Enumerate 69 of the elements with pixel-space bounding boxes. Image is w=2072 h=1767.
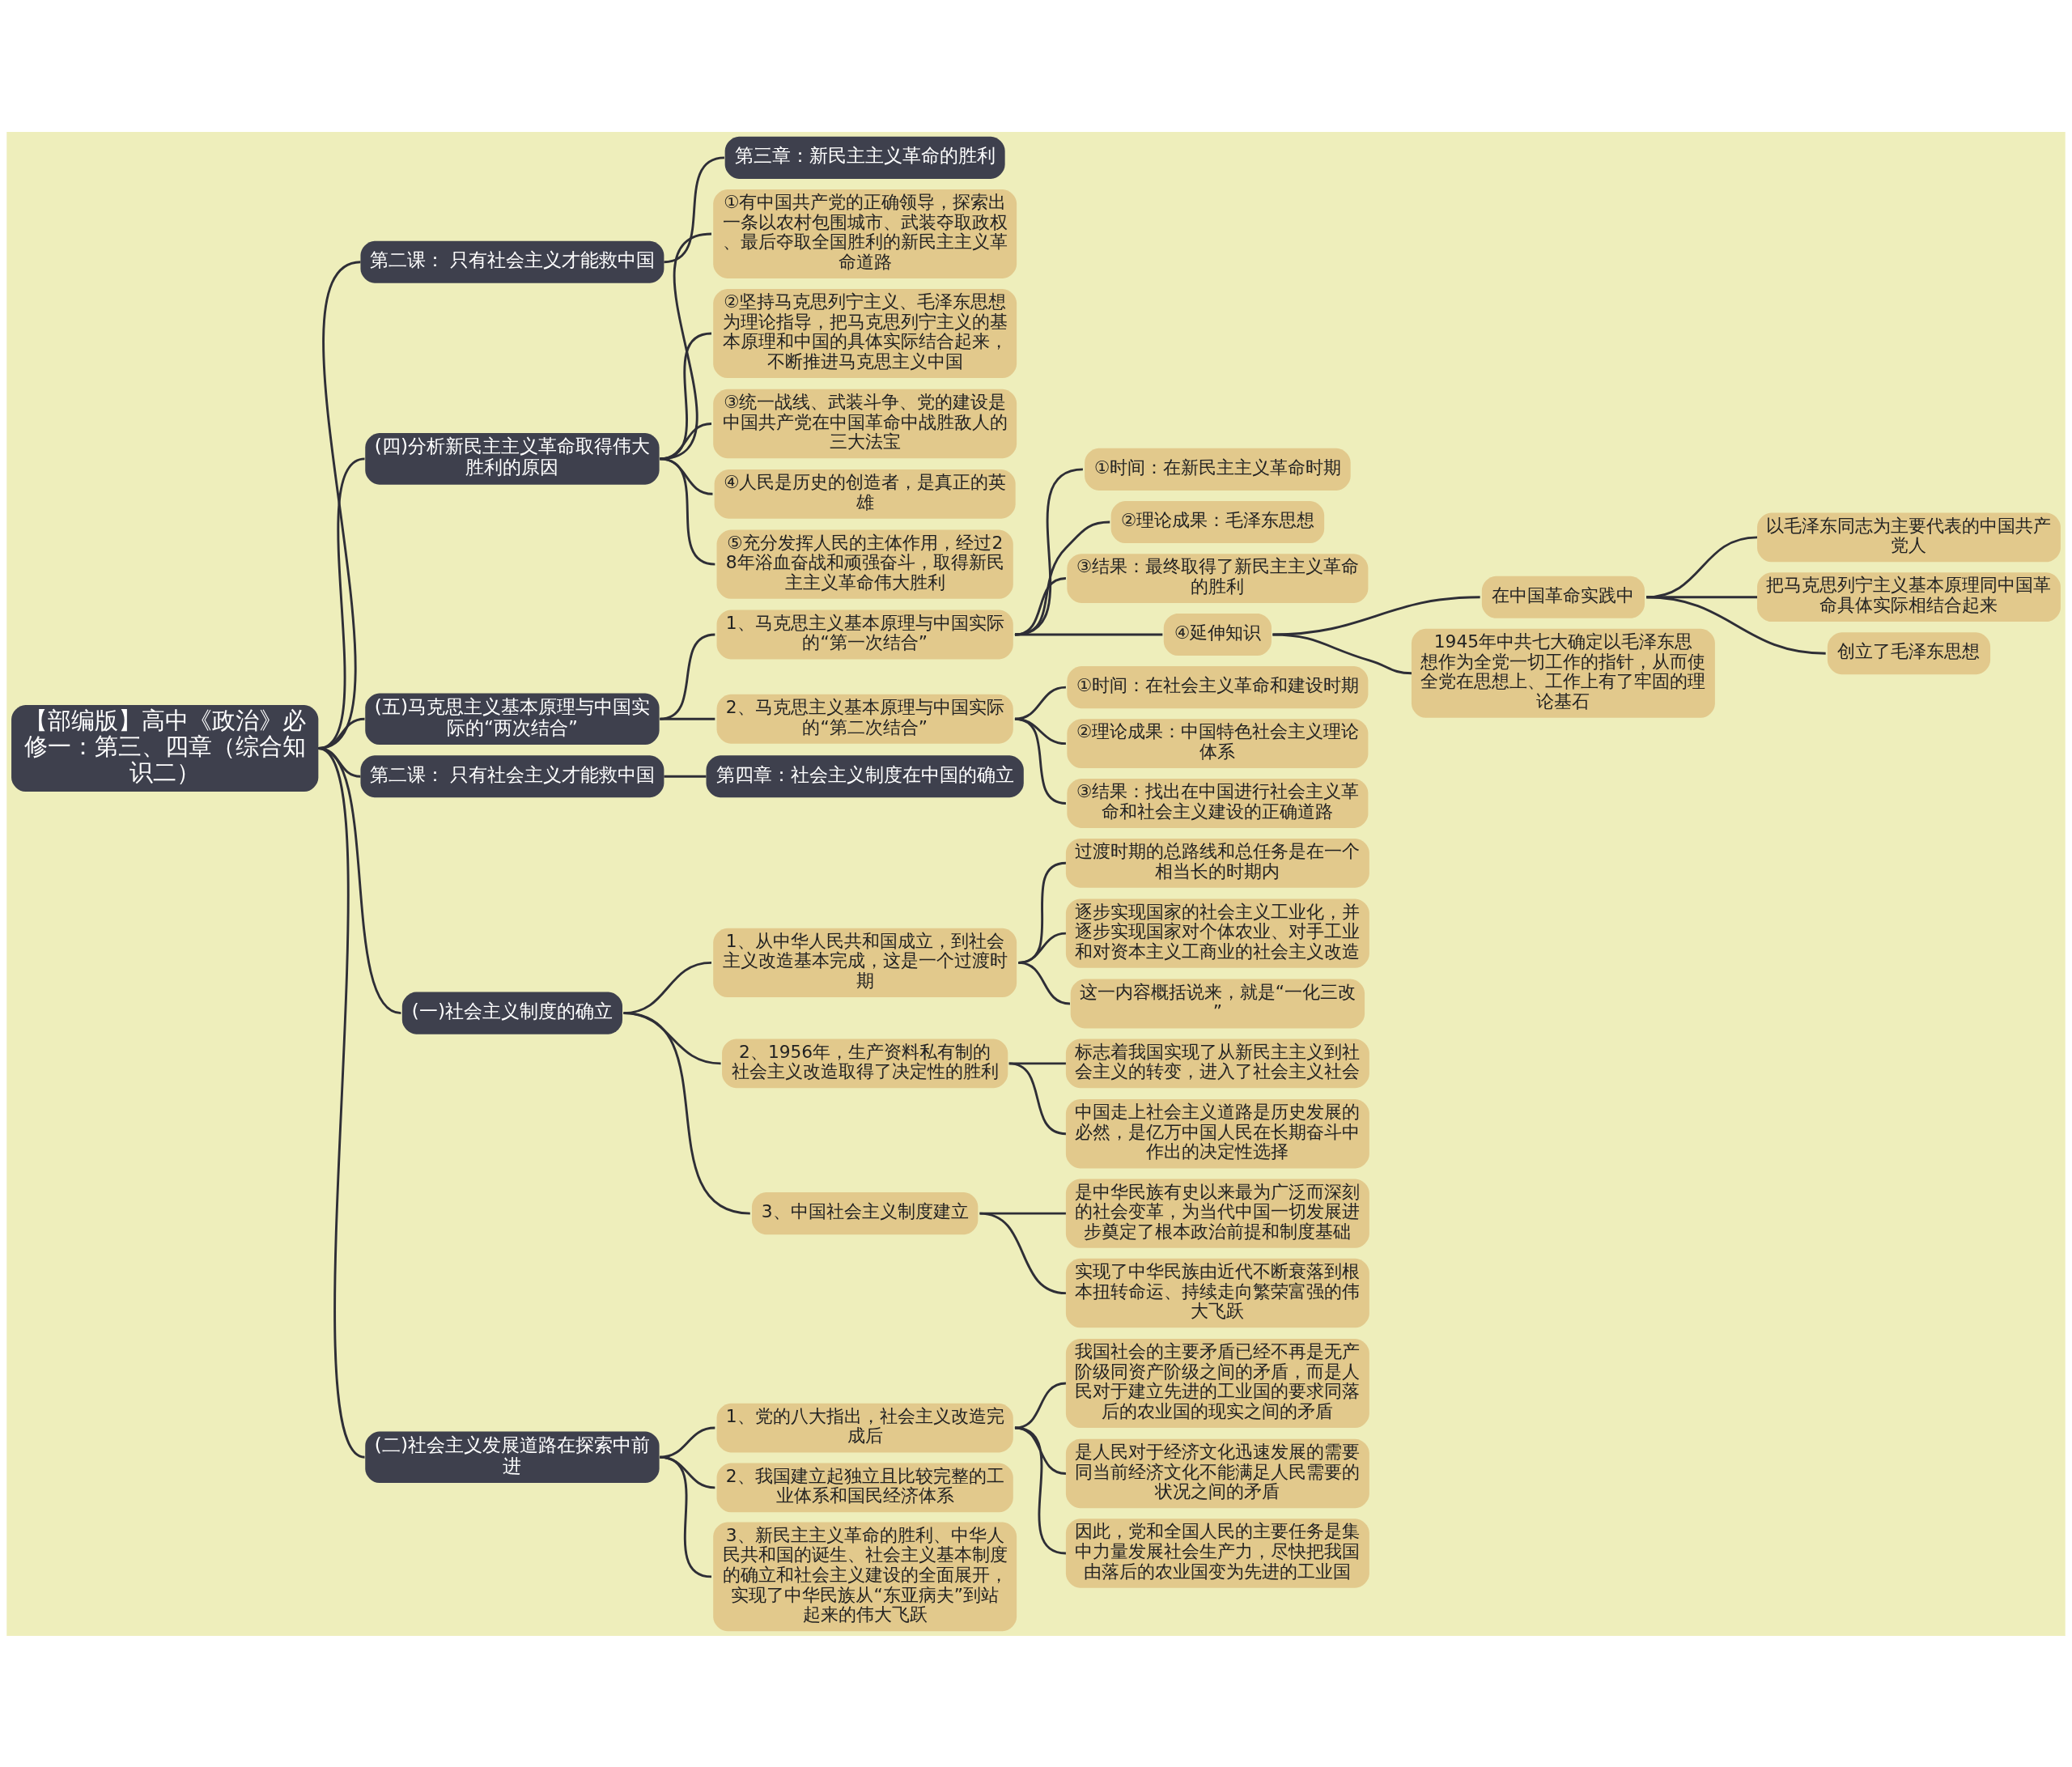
node-box: ①时间：在新民主主义革命时期 <box>1085 448 1351 491</box>
connector <box>660 1455 712 1578</box>
node-box: 标志着我国实现了从新民主主义到社会主义的转变，进入了社会主义社会 <box>1065 1038 1369 1088</box>
connector <box>1014 520 1110 635</box>
node-box: ③统一战线、武装斗争、党的建设是中国共产党在中国革命中战胜敌人的三大法宝 <box>713 389 1017 458</box>
connector <box>1018 961 1071 1005</box>
node-box: 这一内容概括说来，就是“一化三改” <box>1070 979 1365 1028</box>
node-box: (一)社会主义制度的确立 <box>401 992 622 1034</box>
node-box: 把马克思列宁主义基本原理同中国革命具体实际相结合起来 <box>1757 571 2061 622</box>
connector <box>979 1212 1067 1294</box>
connector <box>1646 595 1826 655</box>
node-box: ②坚持马克思列宁主义、毛泽东思想为理论指导，把马克思列宁主义的基本原理和中国的具体实际结合起来，不断推进马克思主义中国 <box>713 288 1017 378</box>
node-box: ①有中国共产党的正确领导，探索出一条以农村包围城市、武装夺取政权、最后夺取全国胜利的新民主主义革命道路 <box>713 189 1017 278</box>
connector <box>317 746 366 1458</box>
node-box: 因此，党和全国人民的主要任务是集中力量发展社会生产力，尽快把我国由落后的农业国变为先进的工业国 <box>1065 1518 1369 1588</box>
node-box: 在中国革命实践中 <box>1481 576 1645 618</box>
connector <box>660 457 715 566</box>
node-box: (四)分析新民主主义革命取得伟大胜利的原因 <box>365 432 660 485</box>
connector <box>1272 633 1412 674</box>
node-box: ④人民是历史的创造者，是真正的英雄 <box>714 469 1016 519</box>
connector <box>660 332 712 460</box>
node-box: 【部编版】高中《政治》必修一：第三、四章（综合知识二） <box>11 704 319 792</box>
node-box: 中国走上社会主义道路是历史发展的必然，是亿万中国人民在长期奋斗中作出的决定性选择 <box>1065 1098 1369 1168</box>
node-box: 第二课： 只有社会主义才能救中国 <box>360 240 664 283</box>
node-box: 第四章：社会主义制度在中国的确立 <box>706 754 1024 797</box>
connector <box>1272 595 1480 635</box>
connector <box>660 717 715 720</box>
node-box: ②理论成果：毛泽东思想 <box>1110 500 1325 543</box>
node-box: 2、1956年，生产资料私有制的社会主义改造取得了决定性的胜利 <box>722 1038 1008 1088</box>
node-box: 过渡时期的总路线和总任务是在一个相当长的时期内 <box>1065 838 1369 888</box>
node-box: 1、从中华人民共和国成立，到社会主义改造基本完成，这是一个过渡时期 <box>713 928 1017 997</box>
node-box: 我国社会的主要矛盾已经不再是无产阶级同资产阶级之间的矛盾，而是人民对于建立先进的工业国的要求同落后的农业国的现实之间的矛盾 <box>1065 1338 1369 1428</box>
node-box: 第三章：新民主主义革命的胜利 <box>724 136 1005 179</box>
connector <box>1014 1426 1067 1554</box>
node-box: 创立了毛泽东思想 <box>1827 631 1991 674</box>
connector <box>1014 633 1163 635</box>
connector <box>1008 1061 1066 1064</box>
node-box: 是中华民族有史以来最为广泛而深刻的社会变革，为当代中国一切发展进步奠定了根本政治前提和制度基础 <box>1065 1178 1369 1248</box>
node-box: ①时间：在社会主义革命和建设时期 <box>1067 665 1369 708</box>
connector <box>660 422 712 460</box>
node-box: (二)社会主义发展道路在探索中前进 <box>365 1430 660 1483</box>
connector <box>623 1011 751 1215</box>
node-box: ②理论成果：中国特色社会主义理论体系 <box>1067 718 1369 768</box>
node-box: ③结果：找出在中国进行社会主义革命和社会主义建设的正确道路 <box>1067 778 1369 828</box>
connector <box>1014 468 1084 635</box>
node-box: 3、中国社会主义制度建立 <box>751 1191 979 1234</box>
node-box: 2、马克思主义基本原理与中国实际的“第二次结合” <box>716 694 1013 744</box>
node-box: 以毛泽东同志为主要代表的中国共产党人 <box>1757 512 2061 562</box>
connector <box>660 633 715 720</box>
node-box: (五)马克思主义基本原理与中国实际的“两次结合” <box>365 692 660 745</box>
node-box: 1、马克思主义基本原理与中国实际的“第一次结合” <box>716 610 1013 659</box>
node-box: 是人民对于经济文化迅速发展的需要同当前经济文化不能满足人民需要的状况之间的矛盾 <box>1065 1438 1369 1508</box>
node-box: ⑤充分发挥人民的主体作用，经过28年浴血奋战和顽强奋斗，取得新民主主义革命伟大胜利 <box>716 529 1013 599</box>
connector <box>1008 1061 1067 1135</box>
connector <box>664 775 707 778</box>
node-box: 第二课： 只有社会主义才能救中国 <box>360 754 664 797</box>
node-box: 1、党的八大指出，社会主义改造完成后 <box>716 1403 1013 1452</box>
connector <box>1014 576 1067 635</box>
node-box: ④延伸知识 <box>1163 613 1272 656</box>
connector <box>1014 717 1067 805</box>
node-box: 1945年中共七大确定以毛泽东思想作为全党一切工作的指针，从而使全党在思想上、工作上有了牢固的理论基石 <box>1411 628 1715 718</box>
node-box: ③结果：最终取得了新民主主义革命的胜利 <box>1067 553 1369 603</box>
node-box: 逐步实现国家的社会主义工业化，并逐步实现国家对个体农业、对手工业和对资本主义工商业的社会主义改造 <box>1065 898 1369 968</box>
connector <box>660 232 712 460</box>
connector <box>664 155 725 263</box>
node-box: 2、我国建立起独立且比较完整的工业体系和国民经济体系 <box>716 1463 1013 1512</box>
node-box: 3、新民主主义革命的胜利、中华人民共和国的诞生、社会主义基本制度的确立和社会主义建设的全面展开，实现了中华民族从“东亚病夫”到站起来的伟大飞跃 <box>713 1522 1017 1631</box>
connector <box>1014 1382 1067 1429</box>
node-box: 实现了中华民族由近代不断衰落到根本扭转命运、持续走向繁荣富强的伟大飞跃 <box>1065 1258 1369 1327</box>
